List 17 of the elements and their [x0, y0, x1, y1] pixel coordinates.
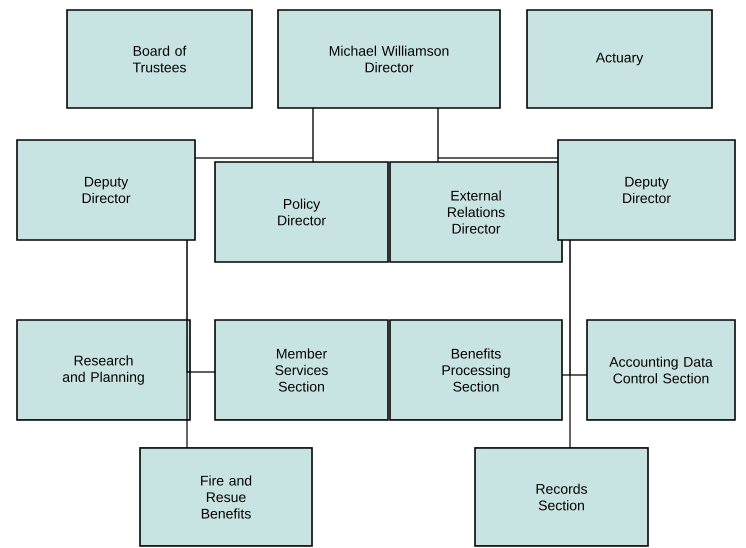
connector-line: [195, 108, 314, 159]
connector-line: [186, 240, 188, 448]
org-box: Fire and Resue Benefits: [139, 447, 313, 547]
org-box: Member Services Section: [214, 319, 389, 421]
org-box: External Relations Director: [389, 161, 563, 263]
org-box: Benefits Processing Section: [389, 319, 563, 421]
org-box: Michael Williamson Director: [277, 9, 501, 109]
org-box: Board of Trustees: [66, 9, 253, 109]
org-box: Deputy Director: [16, 139, 196, 241]
org-box: Actuary: [526, 9, 713, 109]
org-box: Records Section: [474, 447, 649, 547]
connector-line: [437, 108, 558, 159]
connector-line: [569, 240, 571, 448]
org-box: Policy Director: [214, 161, 389, 263]
org-box: Deputy Director: [557, 139, 736, 241]
org-box: Accounting Data Control Section: [586, 319, 736, 421]
org-box: Research and Planning: [16, 319, 191, 421]
